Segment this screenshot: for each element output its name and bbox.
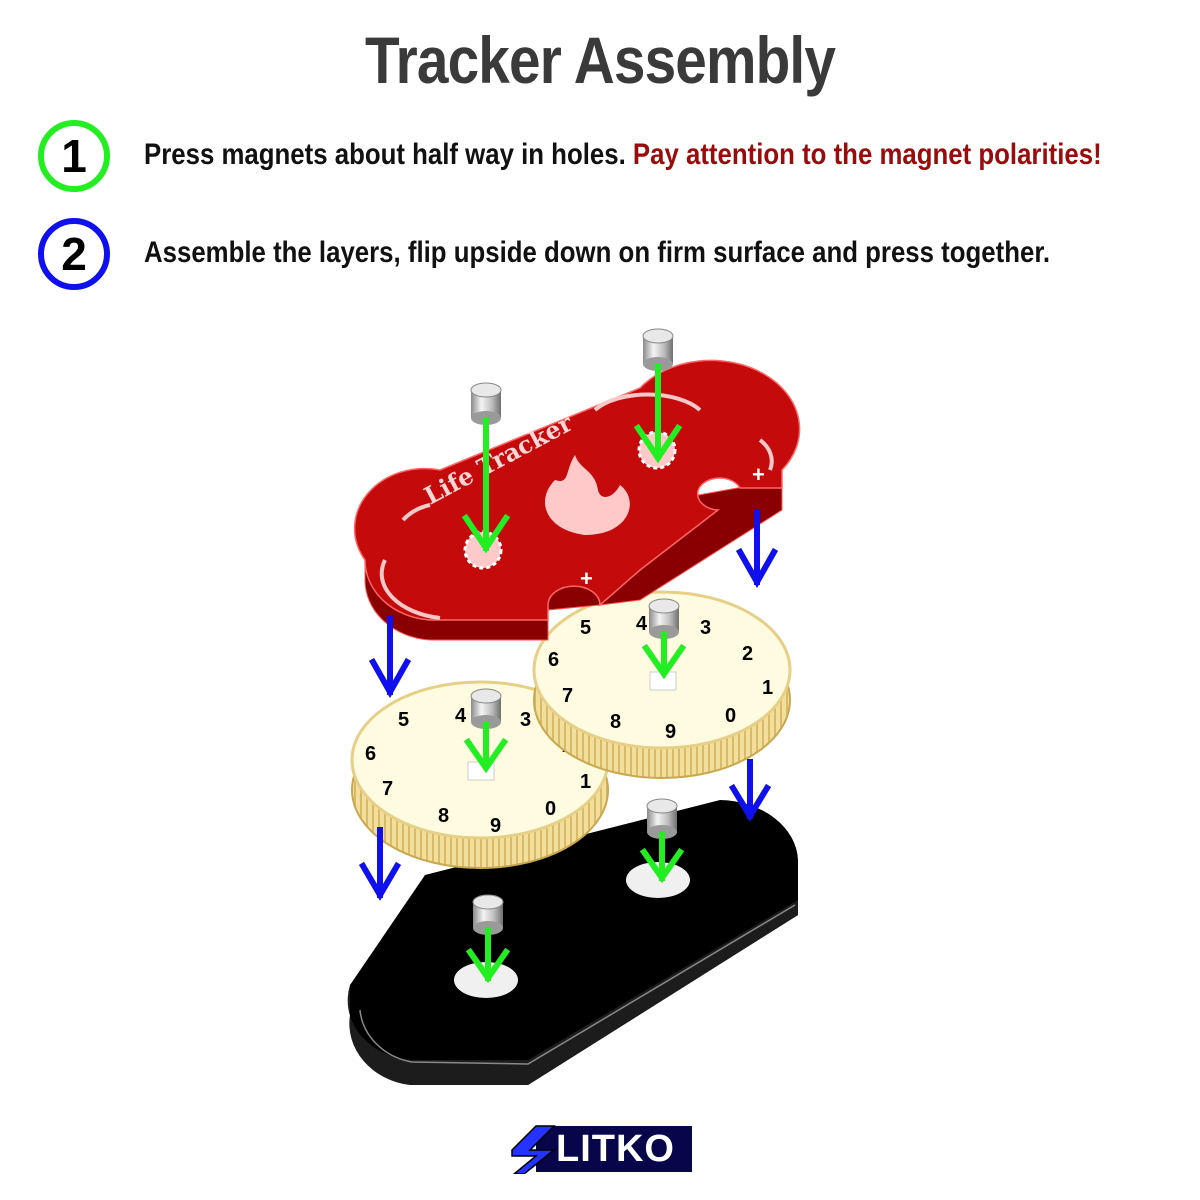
dial-left-number-7: 7 bbox=[382, 778, 393, 800]
base-plate bbox=[347, 800, 798, 1085]
dial-right-number-1: 1 bbox=[762, 677, 773, 699]
litko-logo: LITKO bbox=[508, 1124, 694, 1174]
green-arrow-3 bbox=[463, 721, 509, 774]
step-2-text: Assemble the layers, flip upside down on… bbox=[144, 236, 1051, 269]
green-arrow-1 bbox=[461, 417, 511, 554]
step-2-badge: 2 bbox=[38, 218, 110, 290]
flame-icon bbox=[545, 455, 630, 535]
top-plate: Life Tracker + + bbox=[353, 359, 801, 641]
blue-arrow-3 bbox=[358, 827, 402, 901]
dial-right-number-4: 4 bbox=[636, 613, 648, 635]
step-1-text: Press magnets about half way in holes. P… bbox=[144, 138, 1102, 172]
step-1-warning: Pay attention to the magnet polarities! bbox=[632, 138, 1102, 171]
blue-arrow-2 bbox=[735, 509, 779, 589]
dial-left-number-3: 3 bbox=[520, 709, 531, 731]
dial-right-number-7: 7 bbox=[562, 685, 573, 707]
step-2-number: 2 bbox=[61, 228, 87, 280]
blue-arrow-1 bbox=[368, 615, 412, 699]
svg-text:+: + bbox=[580, 566, 593, 591]
magnets bbox=[470, 328, 680, 935]
step-1-instruction: Press magnets about half way in holes. bbox=[144, 138, 633, 171]
svg-text:+: + bbox=[752, 462, 765, 487]
dial-right-number-3: 3 bbox=[700, 617, 711, 639]
dial-right-number-2: 2 bbox=[742, 643, 753, 665]
dial-left-number-8: 8 bbox=[438, 805, 449, 827]
layer-arrows bbox=[358, 509, 779, 901]
magnet-dial-right bbox=[648, 598, 680, 639]
dial-right-number-6: 6 bbox=[548, 649, 559, 671]
dial-right-number-5: 5 bbox=[580, 617, 591, 639]
dial-right-number-8: 8 bbox=[610, 711, 621, 733]
dial-left-number-5: 5 bbox=[398, 709, 409, 731]
green-arrow-6 bbox=[465, 927, 511, 984]
dial-right-number-0: 0 bbox=[725, 705, 736, 727]
green-arrow-2 bbox=[633, 363, 683, 464]
green-arrow-5 bbox=[639, 831, 685, 884]
dial-right-number-9: 9 bbox=[665, 721, 676, 743]
magnet-top-left bbox=[470, 382, 502, 425]
magnet-arrows bbox=[461, 363, 687, 984]
blue-arrow-4 bbox=[728, 759, 772, 822]
litko-logo-mark bbox=[511, 1125, 692, 1174]
green-arrow-4 bbox=[641, 631, 687, 680]
step-1-badge: 1 bbox=[38, 120, 110, 192]
dial-left-number-1: 1 bbox=[580, 771, 591, 793]
litko-logo-text: LITKO bbox=[556, 1128, 675, 1170]
step-1-number: 1 bbox=[61, 130, 87, 182]
dial-left-number-6: 6 bbox=[365, 743, 376, 765]
dial-left-number-4: 4 bbox=[455, 705, 467, 727]
dial-left-number-0: 0 bbox=[545, 798, 556, 820]
base-hole-2 bbox=[626, 862, 690, 898]
dial-left-number-9: 9 bbox=[490, 815, 501, 837]
page-title: Tracker Assembly bbox=[364, 23, 836, 97]
